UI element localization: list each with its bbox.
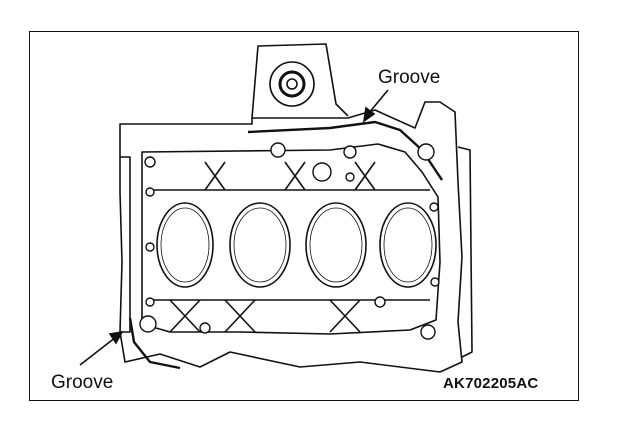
engine-block-figure: Groove Groove AK702205AC: [29, 31, 579, 401]
bolt-hole-4: [145, 297, 155, 307]
rib-bottom-3: [329, 299, 361, 333]
cylinder-block-drawing: [79, 43, 473, 373]
cylinder-bore-3-inner: [309, 207, 363, 283]
bolt-hole-8: [417, 143, 435, 161]
top-boss-outer-ring: [269, 61, 315, 107]
bolt-hole-5: [270, 142, 286, 158]
bolt-hole-15: [345, 172, 355, 182]
bolt-hole-11: [139, 315, 157, 333]
bolt-hole-12: [199, 322, 211, 334]
left-side-flange: [120, 156, 131, 333]
top-boss-hole: [286, 78, 298, 90]
arrow-groove-top-head: [362, 106, 376, 123]
bolt-hole-7: [343, 145, 357, 159]
rib-top-2: [284, 161, 306, 191]
cylinder-bore-2: [229, 202, 291, 288]
cylinder-bore-4: [379, 202, 437, 288]
top-mount-boss: [251, 43, 349, 119]
rib-bottom-2: [224, 299, 256, 333]
rib-bottom-1: [169, 299, 201, 333]
bolt-hole-10: [430, 277, 440, 287]
deck-face-outline: [141, 143, 441, 335]
bolt-hole-13: [374, 296, 386, 308]
right-side-flange: [457, 146, 473, 358]
cylinder-bore-1: [156, 202, 214, 288]
cylinder-bore-4-inner: [383, 207, 433, 283]
arrow-groove-top-line: [367, 89, 389, 115]
bolt-hole-6: [312, 162, 332, 182]
bolt-hole-1: [144, 156, 156, 168]
cylinder-bore-1-inner: [160, 207, 210, 283]
bolt-hole-9: [429, 202, 439, 212]
top-boss-inner-ring: [278, 70, 306, 98]
cylinder-bore-3: [305, 202, 367, 288]
bolt-hole-2: [145, 187, 155, 197]
arrow-groove-bottom-line: [79, 336, 117, 366]
rib-top-1: [204, 161, 226, 191]
groove-callout-top: Groove: [378, 67, 441, 88]
bolt-hole-14: [420, 324, 436, 340]
groove-callout-bottom: Groove: [51, 372, 114, 393]
figure-id-label: AK702205AC: [443, 375, 539, 392]
arrow-groove-bottom-head: [108, 330, 124, 345]
rib-top-3: [354, 161, 376, 191]
groove-line-bottom: [128, 317, 181, 370]
bolt-hole-3: [145, 242, 155, 252]
cylinder-bore-2-inner: [233, 207, 287, 283]
